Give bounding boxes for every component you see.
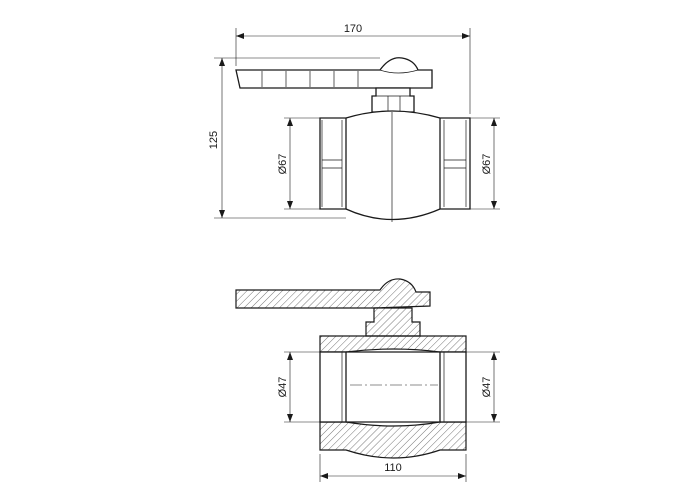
section-handle [235,278,431,309]
section-left-connection [319,351,347,423]
dimension-height: 125 [208,57,380,219]
section-stem [365,307,421,337]
dimension-total-length: 170 [235,23,471,114]
valve-body [319,110,471,222]
section-body-lower [319,421,467,459]
dim-label-125: 125 [208,131,220,149]
handle-lever [235,57,433,89]
external-view: 170 125 Ø67 Ø67 [208,23,500,222]
dimension-left-diameter-47: Ø47 [277,351,320,423]
dim-label-left-47: Ø47 [277,377,289,398]
stem-nut [371,87,415,113]
dimension-body-length: 110 [319,454,467,482]
dimension-right-diameter-47: Ø47 [466,351,500,423]
dimension-right-diameter-67: Ø67 [470,117,500,210]
dimension-left-diameter-67: Ø67 [277,117,320,210]
dim-label-170: 170 [344,23,362,35]
section-body-upper [319,335,467,353]
section-right-connection [439,351,467,423]
dim-label-right-47: Ø47 [481,377,493,398]
dim-label-right-67: Ø67 [481,154,493,175]
section-view: 110 Ø47 Ø47 [235,278,500,482]
dim-label-110: 110 [384,462,402,474]
dim-label-left-67: Ø67 [277,154,289,175]
